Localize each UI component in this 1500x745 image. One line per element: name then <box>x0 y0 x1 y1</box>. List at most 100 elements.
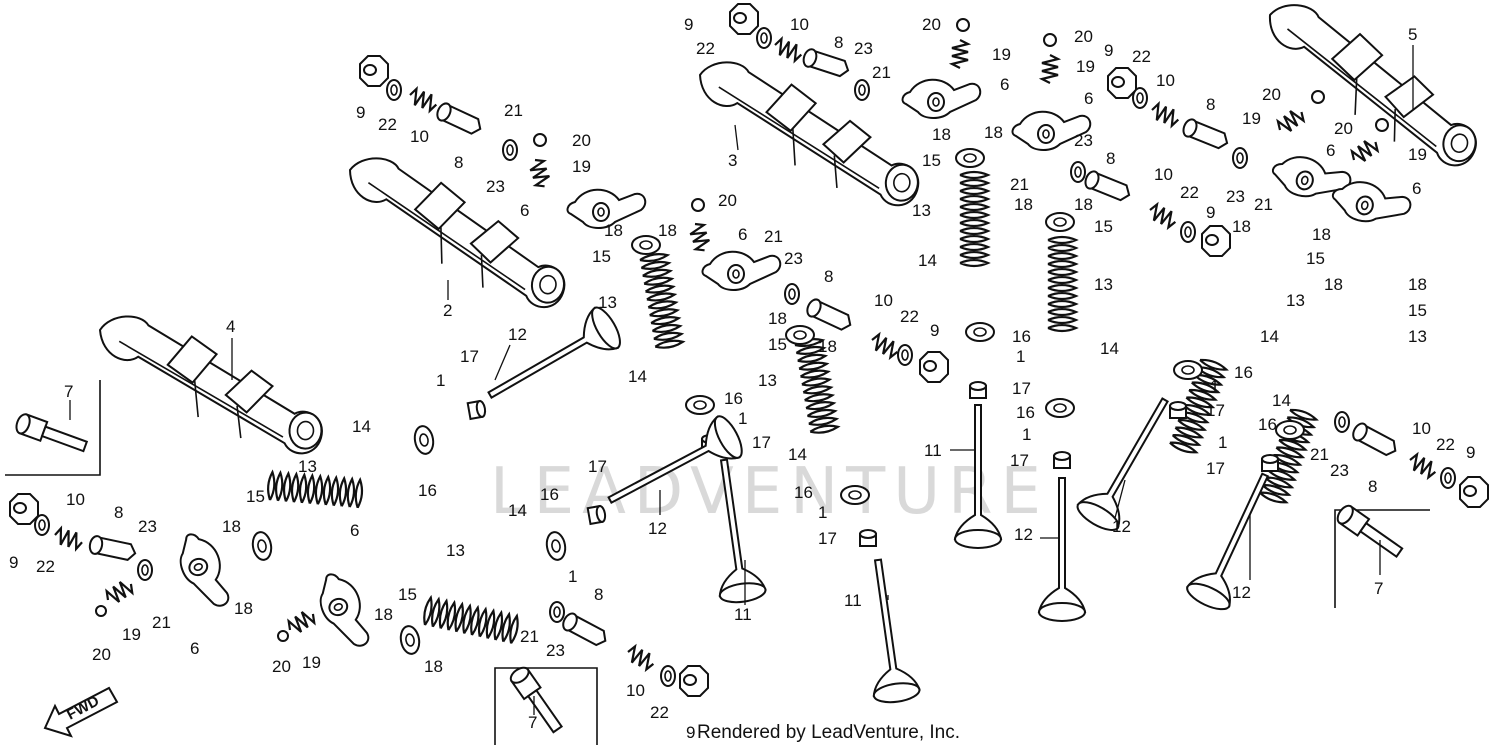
callout: 15 <box>246 487 265 506</box>
callout: 19 <box>1242 109 1261 128</box>
callout: 20 <box>1262 85 1281 104</box>
callout: 14 <box>1272 391 1291 410</box>
washer <box>1132 87 1148 109</box>
callout: 22 <box>1180 183 1199 202</box>
callout: 22 <box>650 703 669 722</box>
callout: 15 <box>1408 301 1427 320</box>
small-spring <box>1347 134 1382 168</box>
spring-retainer <box>1045 212 1075 232</box>
callout: 20 <box>718 191 737 210</box>
callout: 22 <box>1436 435 1455 454</box>
callout: 20 <box>572 131 591 150</box>
callout: 12 <box>508 325 527 344</box>
callout: 7 <box>64 382 73 401</box>
washer <box>549 601 565 623</box>
small-spring <box>1273 104 1308 138</box>
callout: 15 <box>922 151 941 170</box>
callout: 18 <box>984 123 1003 142</box>
callout: 8 <box>1368 477 1377 496</box>
valve-spring <box>638 251 685 351</box>
spring-retainer <box>1045 398 1075 418</box>
callout: 17 <box>1012 379 1031 398</box>
spring-retainer <box>249 529 275 563</box>
washer <box>502 139 518 161</box>
small-spring <box>686 220 714 255</box>
callout: 13 <box>912 201 931 220</box>
callout: 16 <box>724 389 743 408</box>
callout: 18 <box>1408 275 1427 294</box>
callout: 18 <box>234 599 253 618</box>
callout: 1 <box>1218 433 1227 452</box>
callout: 8 <box>824 267 833 286</box>
rocker-arm <box>901 78 982 119</box>
callout: 22 <box>900 307 919 326</box>
callout: 22 <box>696 39 715 58</box>
callout: 9 <box>356 103 365 122</box>
spring-retainer <box>840 485 870 505</box>
callout: 1 <box>568 567 577 586</box>
leader-lines <box>69 45 1414 715</box>
callout: 6 <box>190 639 199 658</box>
camshaft-3 <box>687 58 930 209</box>
callout: 9 <box>1104 41 1113 60</box>
callout: 1 <box>818 503 827 522</box>
fwd-arrow-icon: FWD <box>43 686 119 738</box>
valve-stem-seal <box>1261 454 1279 472</box>
valve-spring <box>265 470 365 510</box>
callout: 18 <box>424 657 443 676</box>
callout: 10 <box>790 15 809 34</box>
callout: 23 <box>784 249 803 268</box>
washer <box>784 283 800 305</box>
valve-stem-seal <box>1053 451 1071 469</box>
valve <box>477 302 627 416</box>
callout: 20 <box>922 15 941 34</box>
rocker-shaft-pin <box>800 46 852 80</box>
callout: 20 <box>1074 27 1093 46</box>
callout: 18 <box>1312 225 1331 244</box>
washer <box>1334 411 1350 433</box>
callout: 10 <box>1154 165 1173 184</box>
callout: 14 <box>918 251 937 270</box>
washer <box>660 665 676 687</box>
valve <box>854 555 922 706</box>
camshaft-4 <box>91 313 331 456</box>
callout: 21 <box>520 627 539 646</box>
cap-nut <box>1201 225 1231 257</box>
callout: 11 <box>924 441 942 460</box>
small-spring <box>526 156 554 191</box>
callout: 8 <box>114 503 123 522</box>
callout: 8 <box>594 585 603 604</box>
callout: 19 <box>1076 57 1095 76</box>
callout: 13 <box>298 457 317 476</box>
small-spring <box>950 38 970 70</box>
callout: 8 <box>1106 149 1115 168</box>
callout: 1 <box>436 371 445 390</box>
callout: 14 <box>1260 327 1279 346</box>
callout: 17 <box>818 529 837 548</box>
callout: 15 <box>1094 217 1113 236</box>
callout: 19 <box>572 157 591 176</box>
callout: 18 <box>768 309 787 328</box>
callout: 18 <box>1074 195 1093 214</box>
callout: 23 <box>1074 131 1093 150</box>
callout: 12 <box>648 519 667 538</box>
callout: 9 <box>684 15 693 34</box>
callout: 9 <box>1466 443 1475 462</box>
callout: 6 <box>738 225 747 244</box>
spring-retainer <box>685 395 715 415</box>
small-spring <box>771 36 806 64</box>
callout: 10 <box>1156 71 1175 90</box>
callout: 14 <box>1100 339 1119 358</box>
callout: 23 <box>1330 461 1349 480</box>
cap-nut <box>919 351 949 383</box>
small-spring <box>1148 101 1183 129</box>
callout: 6 <box>520 201 529 220</box>
callout: 10 <box>626 681 645 700</box>
callout: 11 <box>734 605 752 624</box>
rocker-arm <box>701 250 782 291</box>
callout: 21 <box>1254 195 1273 214</box>
callout: 22 <box>1132 47 1151 66</box>
valve-stem-seal <box>1169 401 1187 419</box>
bolt-box-left <box>5 380 101 476</box>
spring-retainer <box>543 529 569 563</box>
